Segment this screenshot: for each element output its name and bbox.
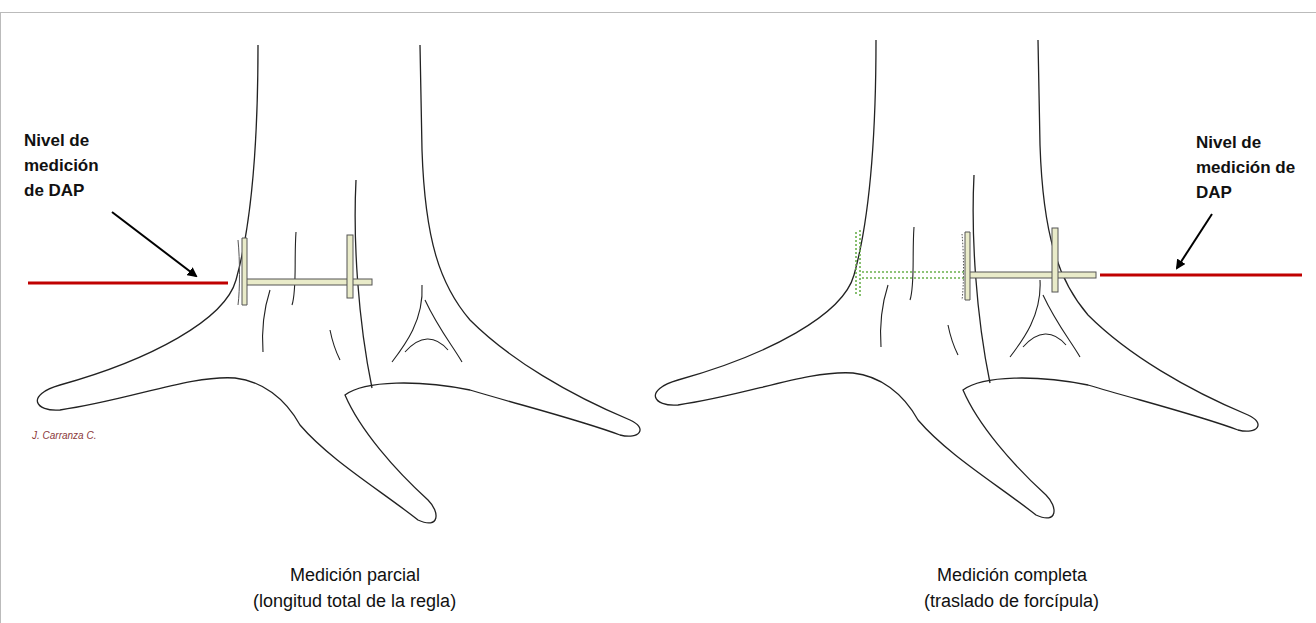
author-credit: J. Carranza C. [32,428,96,443]
level-label: Nivel de medición de DAP [1196,130,1296,205]
level-label: Nivel de medición de DAP [24,128,118,203]
caption-title: Medición completa [937,562,1087,588]
caption-title: Medición parcial [290,562,420,588]
caliper-right [962,228,1096,300]
dap-line [1100,274,1302,277]
leader-arrow [1177,214,1212,268]
caliper-ghost [856,230,966,296]
dap-line [28,282,228,285]
caliper-left [238,235,372,305]
caption-note: (longitud total de la regla) [253,588,456,614]
leader-arrow [112,212,196,276]
tree-right [655,40,1258,518]
caption-note: (traslado de forcípula) [924,588,1099,614]
